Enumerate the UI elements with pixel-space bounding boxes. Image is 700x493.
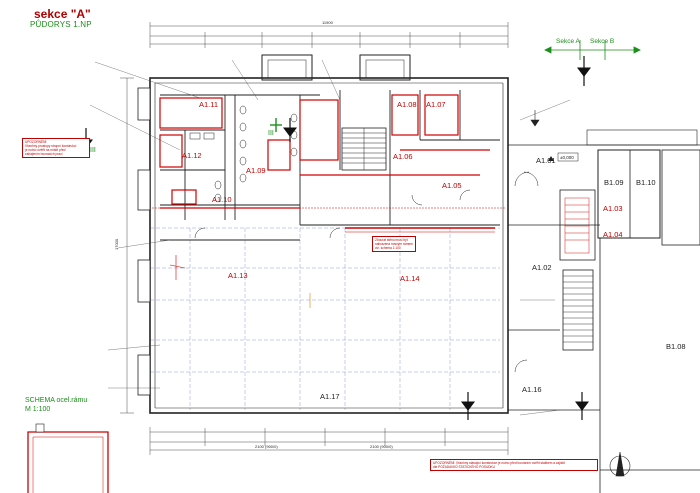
section-markers: III III ±0,000 bbox=[90, 130, 574, 160]
section-label-a: Sekce A bbox=[556, 38, 580, 45]
right-wing bbox=[508, 129, 700, 493]
room-labels: A1.11 A1.08 A1.07 A1.12 A1.09 A1.10 A1.0… bbox=[182, 100, 686, 401]
dimension-value: 2100 (900/0) bbox=[370, 444, 393, 449]
top-bays bbox=[261, 54, 411, 81]
schema-scale: M 1:100 bbox=[25, 406, 51, 413]
room-label: A1.10 bbox=[212, 195, 232, 204]
schema-frame bbox=[27, 423, 109, 493]
direction-arrows bbox=[169, 110, 540, 308]
room-label: A1.03 bbox=[603, 204, 623, 213]
central-stair bbox=[341, 127, 387, 171]
room-label: A1.05 bbox=[442, 181, 462, 190]
section-symbols bbox=[79, 56, 591, 420]
sanitary-fixtures bbox=[189, 105, 298, 203]
dimension-value: 17000 bbox=[114, 238, 119, 250]
room-label: A1.16 bbox=[522, 385, 542, 394]
room-label: A1.14 bbox=[400, 274, 420, 283]
callout-leaders bbox=[89, 59, 571, 416]
left-piers bbox=[137, 87, 151, 396]
room-label: B1.08 bbox=[666, 342, 686, 351]
room-label: A1.12 bbox=[182, 151, 202, 160]
structural-grid bbox=[150, 227, 500, 410]
room-label: A1.04 bbox=[603, 230, 623, 239]
dimension-value: 2100 (900/0) bbox=[255, 444, 278, 449]
room-label: A1.06 bbox=[393, 152, 413, 161]
room-label: A1.11 bbox=[199, 100, 218, 109]
drawing-title: sekce "A" bbox=[34, 7, 91, 21]
room-label: A1.02 bbox=[532, 263, 552, 272]
room-label: A1.13 bbox=[228, 271, 248, 280]
room-label: A1.07 bbox=[426, 100, 446, 109]
room-label: B1.10 bbox=[636, 178, 656, 187]
room-label: A1.09 bbox=[246, 166, 266, 175]
section-marker-text: III bbox=[90, 147, 96, 154]
dimension-value: 11900 bbox=[322, 20, 334, 25]
demolition-walls bbox=[152, 94, 505, 233]
interior-walls bbox=[160, 90, 500, 241]
central-wall-note: Zbourat stěnu musí být nahrazena nosným … bbox=[372, 236, 416, 252]
level-box bbox=[548, 152, 579, 162]
exterior-stair bbox=[562, 197, 594, 351]
level-value: ±0,000 bbox=[560, 155, 574, 160]
section-cut bbox=[270, 40, 641, 132]
outer-walls bbox=[149, 77, 509, 414]
warning-note-bottom: UPOZORNĚNÍ: Všechny stávající konstrukce… bbox=[430, 459, 598, 471]
drawing-subtitle: PŮDORYS 1.NP bbox=[30, 20, 92, 29]
schema-title: SCHEMA ocel.rámu bbox=[25, 397, 88, 404]
north-arrow-icon bbox=[609, 451, 631, 477]
room-label: A1.01 bbox=[536, 156, 556, 165]
warning-note-left: UPOZORNĚNÍ: Všechny prostupy stropní kon… bbox=[22, 138, 90, 158]
section-label-b: Sekce B bbox=[590, 38, 615, 45]
room-label: B1.09 bbox=[604, 178, 624, 187]
section-marker-text: III bbox=[268, 130, 274, 137]
schema-caption: SCHEMA ocel.rámu M 1:100 bbox=[25, 396, 87, 414]
dimension-lines bbox=[120, 22, 509, 455]
door-swings bbox=[194, 171, 539, 373]
dimension-values: 11900 17000 2100 (900/0) 2100 (900/0) bbox=[114, 20, 393, 449]
room-label: A1.17 bbox=[320, 392, 340, 401]
room-label: A1.08 bbox=[397, 100, 417, 109]
